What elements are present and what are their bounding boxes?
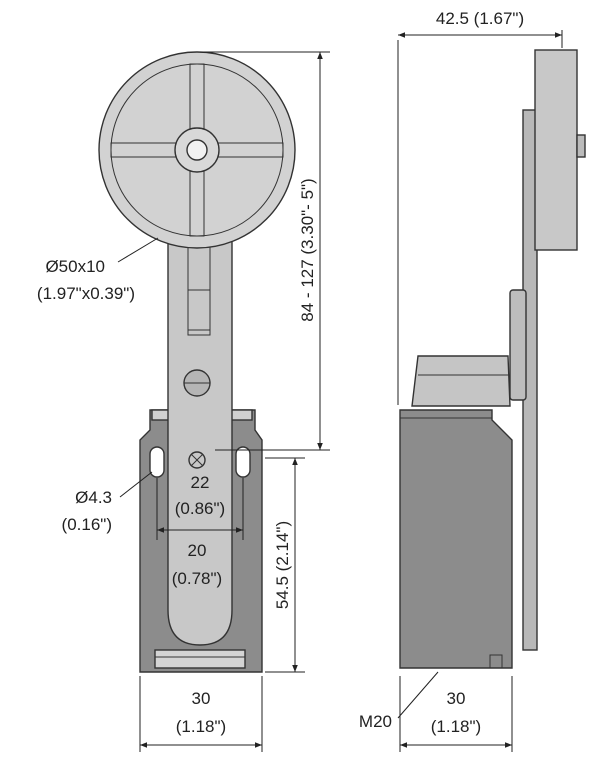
front-body-bottom-cap bbox=[154, 649, 246, 669]
dim-side-width-inch: (1.18") bbox=[431, 717, 481, 736]
dim-spacing-22: 22 bbox=[191, 473, 210, 492]
dim-hole-diameter: Ø4.3 bbox=[75, 488, 112, 507]
side-roller-wheel bbox=[534, 49, 578, 251]
dim-body-height: 54.5 (2.14") bbox=[273, 521, 292, 609]
front-body-top-right-notch bbox=[229, 409, 253, 421]
dim-front-width: 30 bbox=[192, 689, 211, 708]
dim-lever-length: 84 - 127 (3.30"- 5") bbox=[298, 178, 317, 321]
side-body bbox=[399, 409, 513, 669]
mounting-slot-right bbox=[235, 446, 251, 478]
side-clamp-block bbox=[509, 289, 527, 401]
dim-wheel-diameter-inch: (1.97"x0.39") bbox=[37, 284, 135, 303]
lever-arm bbox=[167, 214, 233, 646]
dim-spacing-20: 20 bbox=[188, 541, 207, 560]
dim-thread: M20 bbox=[359, 712, 392, 731]
side-view bbox=[399, 49, 586, 669]
dim-wheel-diameter: Ø50x10 bbox=[45, 257, 105, 276]
mounting-slot-left bbox=[149, 446, 165, 478]
side-head bbox=[411, 355, 511, 407]
dim-spacing-22-inch: (0.86") bbox=[175, 499, 225, 518]
dim-spacing-20-inch: (0.78") bbox=[172, 569, 222, 588]
dim-front-width-inch: (1.18") bbox=[176, 717, 226, 736]
front-view bbox=[98, 51, 296, 673]
wheel-hub bbox=[186, 139, 208, 161]
dim-top-width: 42.5 (1.67") bbox=[436, 9, 524, 28]
dim-hole-diameter-inch: (0.16") bbox=[62, 515, 112, 534]
dim-side-width: 30 bbox=[447, 689, 466, 708]
